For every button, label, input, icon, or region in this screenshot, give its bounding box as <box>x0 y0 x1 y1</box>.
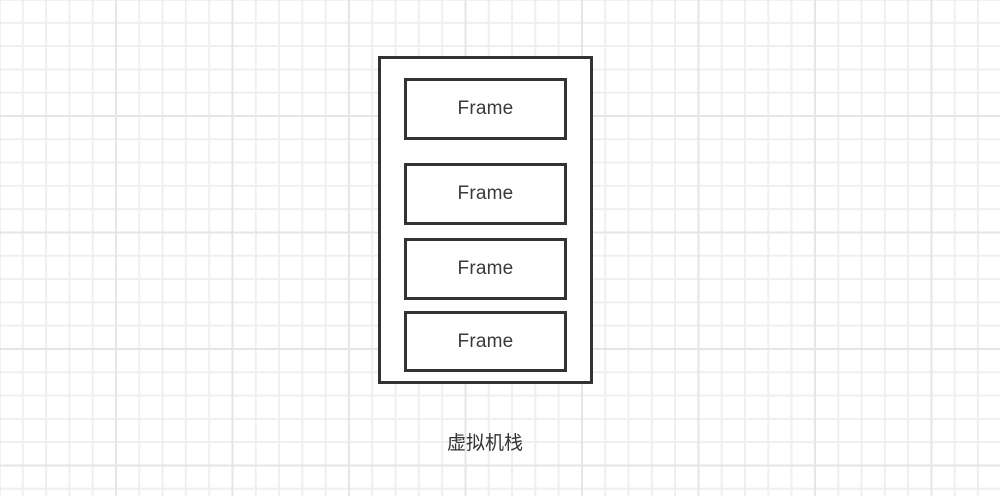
stack-frame-label: Frame <box>457 330 514 352</box>
stack-frame-label: Frame <box>457 258 514 279</box>
stack-frame-3: Frame <box>404 238 567 300</box>
stack-caption: 虚拟机栈 <box>446 432 523 454</box>
stack-frame-2: Frame <box>404 163 567 225</box>
stack-frame-4: Frame <box>404 311 567 372</box>
stack-frame-1: Frame <box>404 78 567 140</box>
stack-frame-label: Frame <box>457 98 514 119</box>
stack-frame-label: Frame <box>457 183 514 204</box>
